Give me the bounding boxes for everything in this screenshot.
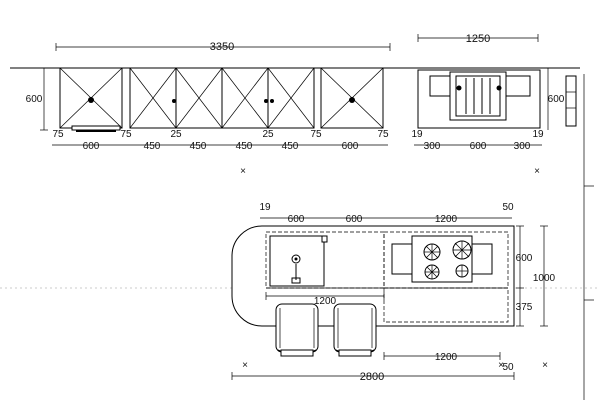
seg-label: 75 (52, 129, 64, 140)
reference-mark: × (542, 360, 548, 371)
island-side-label: 375 (516, 302, 533, 313)
island-dim-label: 600 (288, 214, 305, 225)
seg-label: 600 (342, 141, 359, 152)
island-overall-label: 2800 (360, 371, 384, 383)
island-side-label: 1000 (533, 273, 556, 284)
island-bottom-inner-label: 1200 (435, 352, 458, 363)
island-dim-label: 50 (502, 202, 514, 213)
overall-width-label: 3350 (210, 41, 234, 53)
hood-unit (417, 69, 541, 129)
seg-label: 19 (411, 129, 423, 140)
upper-depth-label: 600 (26, 94, 43, 105)
right-width-label: 1250 (466, 33, 490, 45)
seg-label: 25 (262, 129, 274, 140)
seg-label: 25 (170, 129, 182, 140)
seg-label: 75 (377, 129, 389, 140)
sink (269, 235, 328, 287)
right-depth-label: 600 (548, 94, 565, 105)
wall-shelf (565, 75, 577, 127)
cabinet-6 (320, 67, 384, 129)
right-width-dimension: 1250 (417, 33, 539, 45)
seg-label: 300 (514, 141, 531, 152)
right-depth-dimension: 600 (547, 68, 565, 130)
cabinet-4 (221, 67, 269, 129)
seg-label: 300 (424, 141, 441, 152)
island-dim-label: 19 (259, 202, 271, 213)
cabinet-3 (175, 67, 223, 129)
seg-label: 600 (470, 141, 487, 152)
seg-label: 450 (236, 141, 253, 152)
stool-right (333, 303, 377, 357)
cabinet-2 (129, 67, 177, 129)
island-dim-label: 600 (346, 214, 363, 225)
stool-left (275, 303, 319, 357)
cabinet-5 (267, 67, 315, 129)
reference-mark: × (240, 166, 246, 177)
upper-segment-dimensions: 75 600 75 450 25 450 450 25 450 75 600 7… (52, 129, 389, 152)
island-inner-dimension: 1200 (265, 292, 385, 307)
reference-mark: × (534, 166, 540, 177)
island-side-label: 600 (516, 253, 533, 264)
reference-mark: × (498, 360, 504, 371)
overall-width-dimension: 3350 (55, 41, 391, 53)
seg-label: 450 (144, 141, 161, 152)
seg-label: 600 (83, 141, 100, 152)
right-segment-dimensions: 19 300 600 300 19 (411, 129, 544, 152)
upper-depth-dimension: 600 (26, 67, 48, 131)
seg-label: 450 (282, 141, 299, 152)
island-dim-label: 1200 (435, 214, 458, 225)
cooktop (391, 235, 493, 283)
island-top-dimensions: 19 600 600 1200 50 (259, 202, 514, 225)
seg-label: 19 (532, 129, 544, 140)
island-side-dimensions: 600 1000 375 (516, 225, 556, 327)
reference-mark: × (242, 360, 248, 371)
island-bottom-right-label: 50 (502, 362, 514, 373)
seg-label: 75 (120, 129, 132, 140)
island-bottom-dimensions: 1200 50 2800 (231, 352, 515, 383)
seg-label: 450 (190, 141, 207, 152)
toe-plinth (71, 125, 121, 132)
cabinet-1 (59, 67, 123, 129)
island-inner-label: 1200 (314, 296, 337, 307)
seg-label: 75 (310, 129, 322, 140)
